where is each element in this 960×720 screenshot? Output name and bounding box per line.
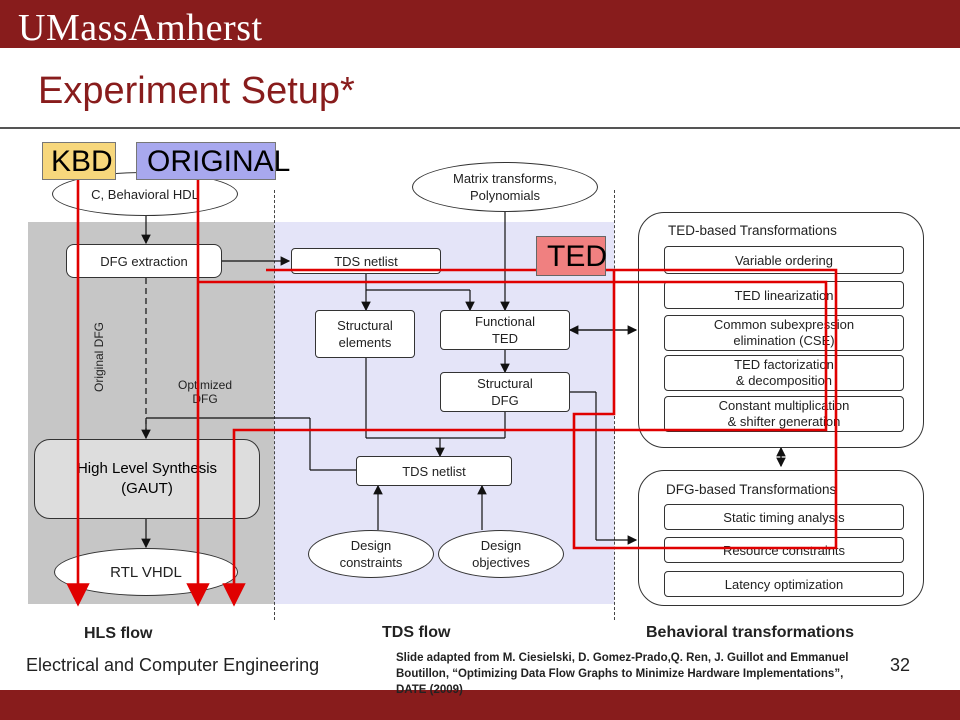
design-objectives-ellipse: Design objectives (438, 530, 564, 578)
structural-elements-box: Structural elements (315, 310, 415, 358)
dfg-item-static-timing: Static timing analysis (664, 504, 904, 530)
ted-panel-title: TED-based Transformations (668, 223, 837, 238)
dfg-item-latency: Latency optimization (664, 571, 904, 597)
department-name: Electrical and Computer Engineering (26, 655, 320, 675)
original-label: ORIGINAL (136, 142, 290, 180)
structural-dfg-box: Structural DFG (440, 372, 570, 412)
ted-item-linearization: TED linearization (664, 281, 904, 309)
tds-netlist-bottom-box: TDS netlist (356, 456, 512, 486)
hls-flow-label: HLS flow (84, 625, 153, 643)
page-number: 32 (890, 655, 911, 675)
divider-hls-tds (274, 190, 275, 620)
ted-label: TED (536, 236, 607, 276)
page-title: Experiment Setup* (38, 70, 355, 112)
functional-ted-box: Functional TED (440, 310, 570, 350)
high-level-synthesis-box: High Level Synthesis (GAUT) (34, 439, 260, 519)
tds-flow-label: TDS flow (374, 624, 459, 642)
kbd-label: KBD (42, 142, 116, 180)
dfg-panel-title: DFG-based Transformations (666, 482, 837, 497)
matrix-transforms-ellipse: Matrix transforms, Polynomials (412, 162, 598, 212)
design-constraints-ellipse: Design constraints (308, 530, 434, 578)
dfg-extraction-box: DFG extraction (66, 244, 222, 278)
footer-band (0, 690, 960, 720)
title-divider (0, 127, 960, 129)
ted-item-cse: Common subexpression elimination (CSE) (664, 315, 904, 351)
behavioral-flow-label: Behavioral transformations (640, 624, 861, 642)
ted-item-constant-multiplication: Constant multiplication & shifter genera… (664, 396, 904, 432)
header-bar (0, 0, 960, 48)
ted-item-factorization: TED factorization & decomposition (664, 355, 904, 391)
dfg-item-resource-constraints: Resource constraints (664, 537, 904, 563)
citation-text: Slide adapted from M. Ciesielski, D. Gom… (396, 652, 849, 696)
university-logo: UMassAmherst (18, 7, 263, 49)
